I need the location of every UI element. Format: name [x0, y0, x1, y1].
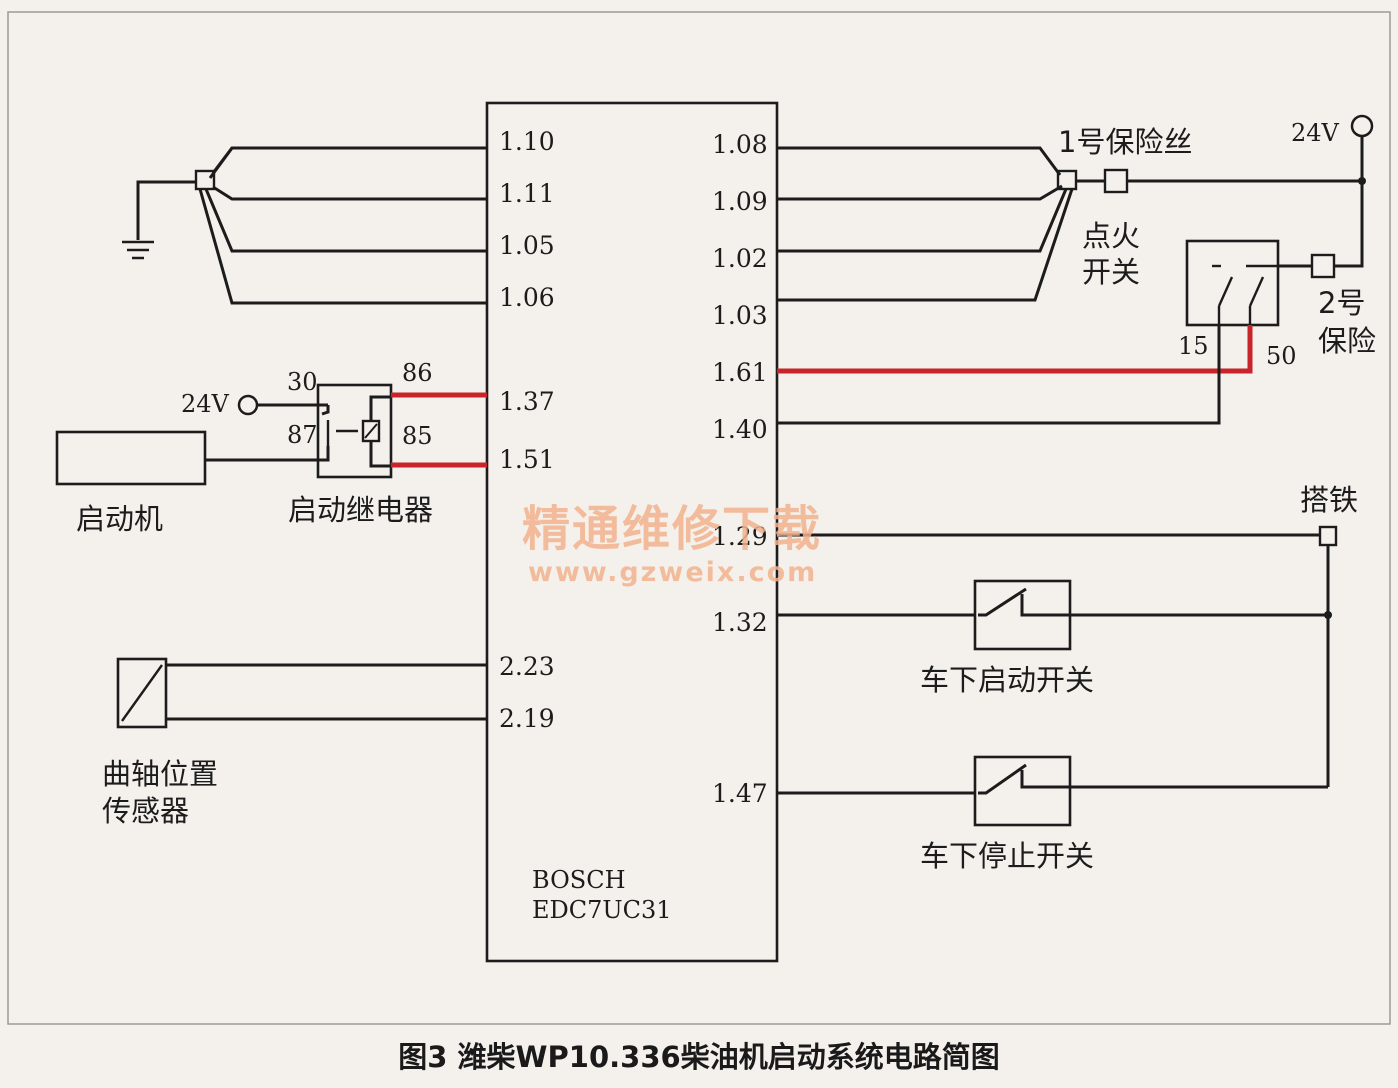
fuse-1-label: 1号保险丝 — [1058, 125, 1192, 159]
wire-starter-to-relay-87 — [205, 446, 330, 462]
ecu-brand: BOSCH — [532, 866, 626, 894]
pin-label-2-19: 2.19 — [499, 704, 555, 733]
ignition-label-line2: 开关 — [1082, 255, 1140, 289]
pin-label-1-10: 1.10 — [499, 127, 555, 156]
left-bundle-connector — [194, 169, 216, 191]
crank-sensor-label-line2: 传感器 — [102, 794, 189, 828]
stop-switch-label: 车下停止开关 — [920, 839, 1094, 873]
relay-pin-87: 87 — [287, 421, 318, 449]
pin-label-1-05: 1.05 — [499, 231, 555, 260]
supply-24v-left-label: 24V — [181, 390, 230, 418]
relay-label: 启动继电器 — [288, 493, 433, 527]
figure-frame — [7, 11, 1391, 1025]
fuse-2-label-line1: 2号 — [1318, 286, 1365, 320]
watermark-text: 精通维修下载 — [522, 501, 822, 557]
left-bundle-wires — [122, 146, 487, 305]
pin-label-1-32: 1.32 — [712, 608, 768, 637]
supply-24v-right-terminal — [1350, 114, 1374, 138]
pin-label-1-61: 1.61 — [712, 358, 768, 387]
ignition-label-line1: 点火 — [1082, 219, 1140, 253]
relay-pin-85: 85 — [402, 422, 433, 450]
pin-label-1-51: 1.51 — [499, 445, 555, 474]
supply-24v-left-terminal — [237, 394, 259, 416]
fuse-1-icon — [1103, 168, 1129, 194]
crank-sensor — [116, 657, 168, 729]
ecu-box — [485, 101, 779, 963]
starter-motor-box — [55, 430, 207, 486]
pin-label-1-11: 1.11 — [499, 179, 555, 208]
starter-relay — [316, 383, 393, 479]
right-bundle-wires — [777, 114, 1374, 302]
figure-caption: 图3 潍柴WP10.336柴油机启动系统电路简图 — [398, 1040, 1000, 1074]
supply-24v-right-label: 24V — [1291, 119, 1340, 147]
ecu-model: EDC7UC31 — [532, 896, 672, 924]
pin-label-1-08: 1.08 — [712, 130, 768, 159]
ignition-terminal-15: 15 — [1178, 332, 1209, 360]
start-switch — [973, 579, 1072, 651]
circuit-diagram: BOSCH EDC7UC31 1.10 1.11 1.05 1.06 1.37 … — [7, 11, 1391, 1025]
relay-pin-30: 30 — [287, 368, 318, 396]
fuse-2-label-line2: 保险 — [1318, 324, 1376, 358]
pin-label-1-09: 1.09 — [712, 187, 768, 216]
pin-label-1-47: 1.47 — [712, 779, 768, 808]
pin-label-1-37: 1.37 — [499, 387, 555, 416]
pin-label-1-06: 1.06 — [499, 283, 555, 312]
ground-label: 搭铁 — [1300, 483, 1358, 517]
stop-switch — [973, 755, 1072, 827]
pin-label-1-03: 1.03 — [712, 301, 768, 330]
wire-1-61-to-terminal-50 — [777, 325, 1253, 374]
pin-label-1-40: 1.40 — [712, 415, 768, 444]
starter-label: 启动机 — [76, 502, 163, 536]
ground-symbol-icon — [122, 240, 154, 260]
ground-connector — [1318, 525, 1338, 547]
ignition-switch — [1185, 239, 1280, 327]
wire-1-40-to-terminal-15 — [777, 325, 1221, 425]
crank-sensor-label-line1: 曲轴位置 — [102, 757, 218, 791]
watermark-url: www.gzweix.com — [528, 557, 817, 588]
relay-pin-86: 86 — [402, 359, 433, 387]
ignition-terminal-50: 50 — [1266, 342, 1297, 370]
pin-label-1-02: 1.02 — [712, 244, 768, 273]
pin-label-2-23: 2.23 — [499, 652, 555, 681]
start-switch-label: 车下启动开关 — [920, 663, 1094, 697]
pin-label-1-29: 1.29 — [712, 522, 768, 551]
fuse-2-icon — [1310, 253, 1336, 279]
